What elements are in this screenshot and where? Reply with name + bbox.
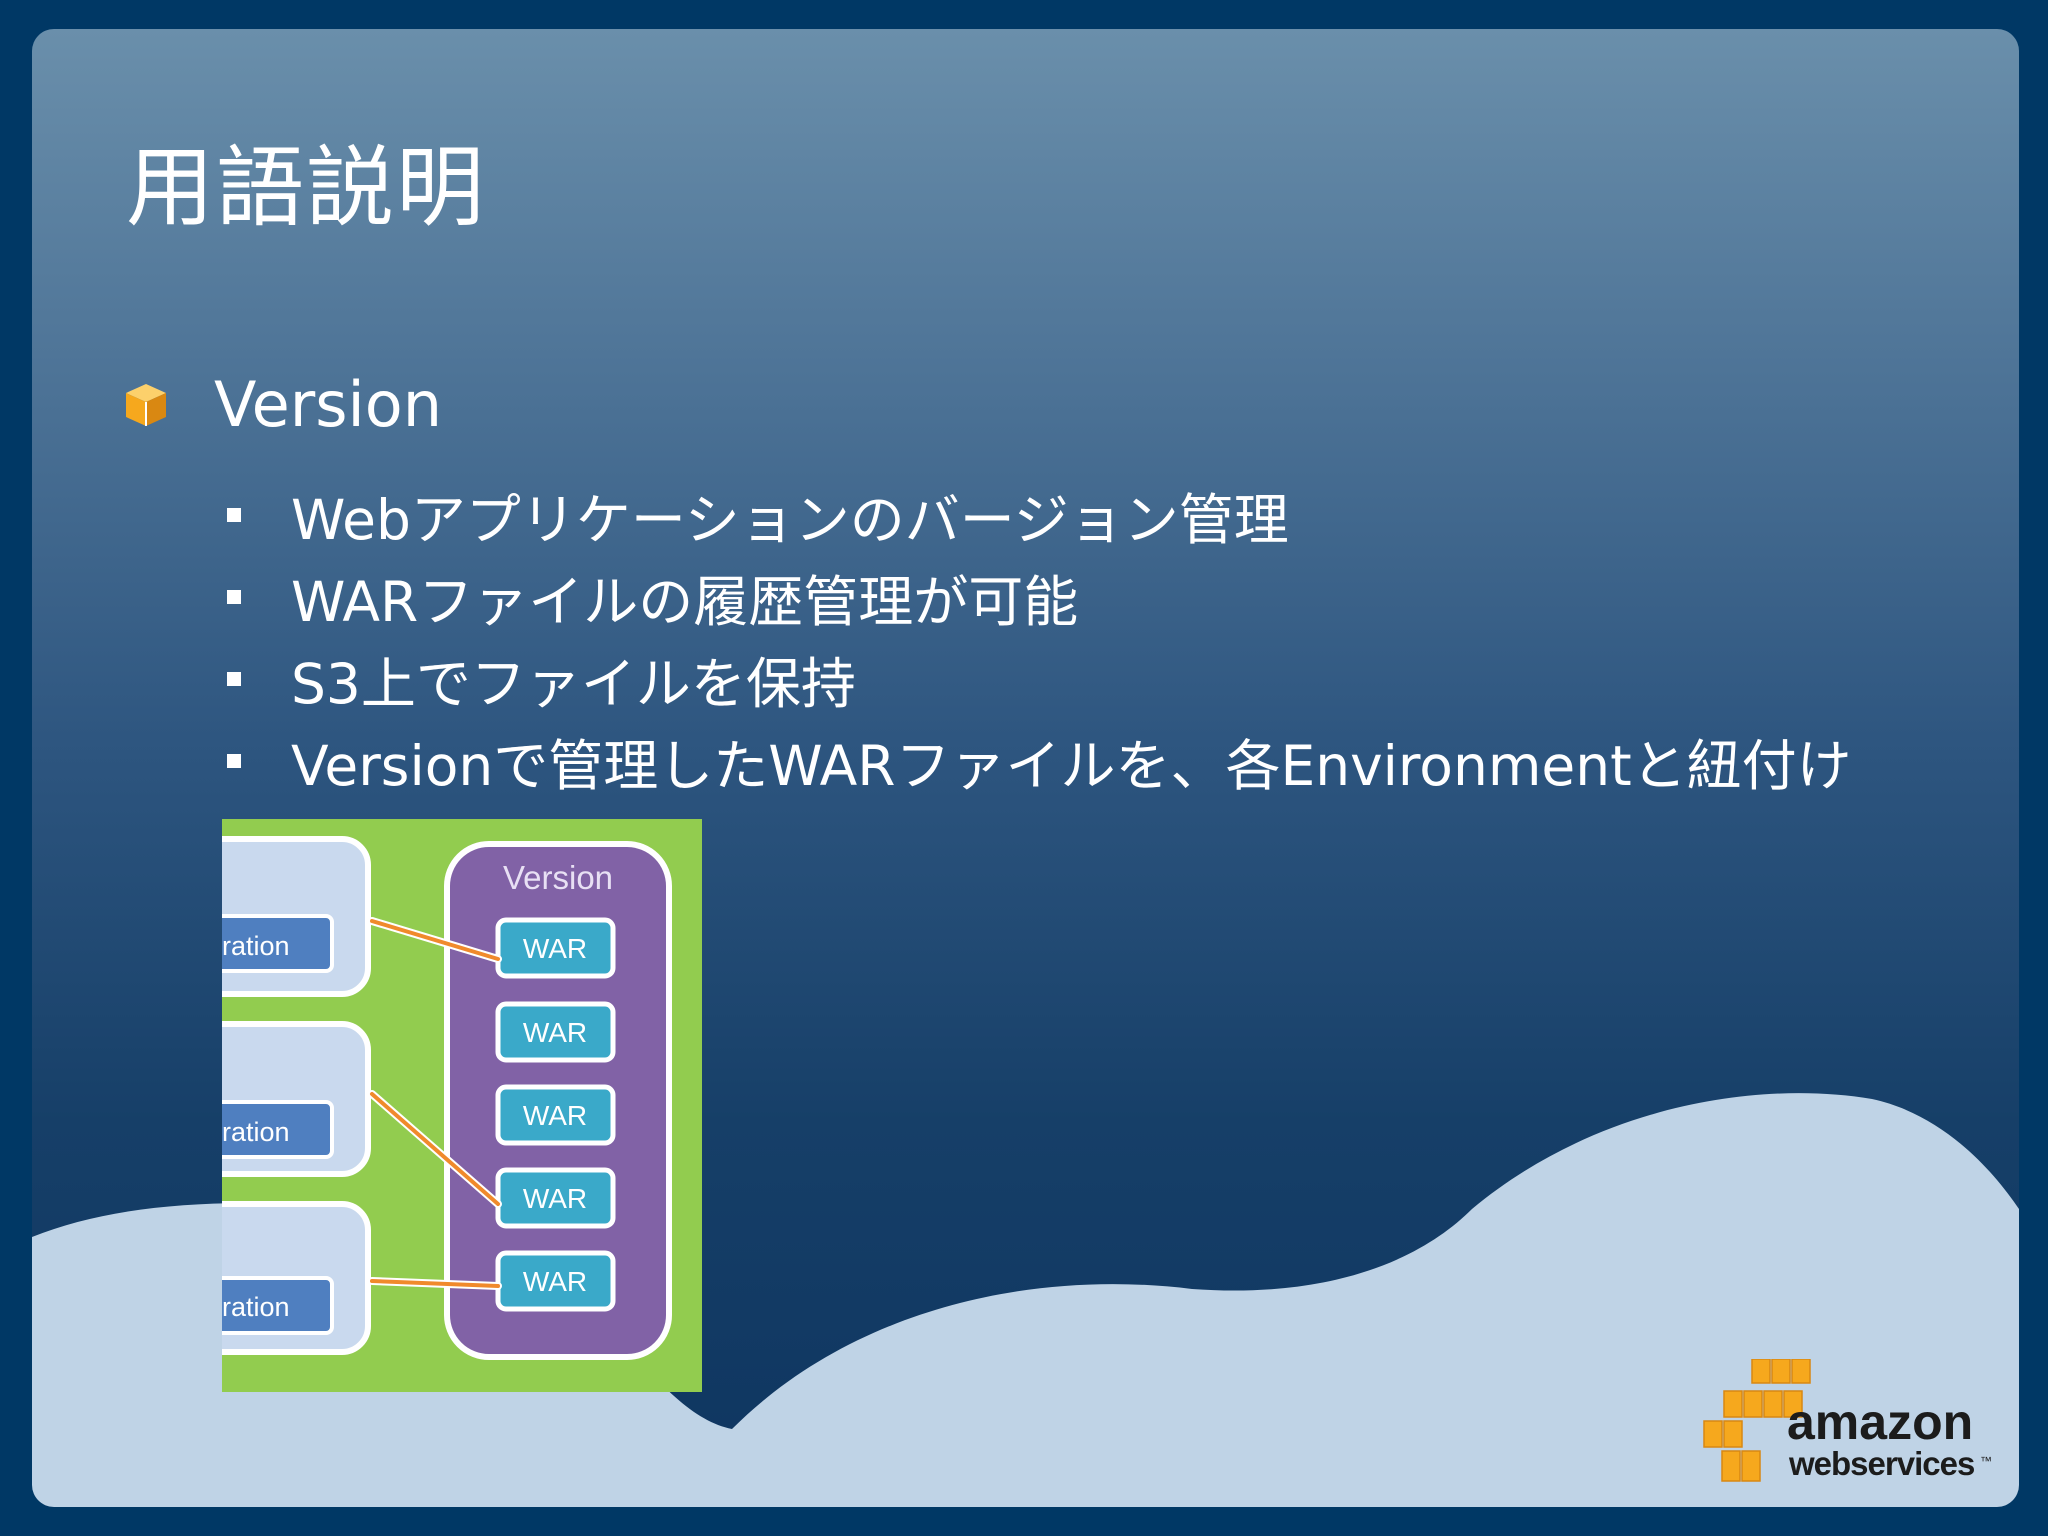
config-label: ration bbox=[222, 1117, 290, 1147]
trademark-mark: ™ bbox=[1980, 1454, 1992, 1468]
connector-line bbox=[370, 1092, 500, 1206]
bullet-square-icon bbox=[227, 590, 241, 604]
bullet-square-icon bbox=[227, 672, 241, 686]
slide: 用語説明 Version Webアプリケーションのバージョン管理 WARファイル… bbox=[32, 29, 2019, 1507]
list-item: WARファイルの履歴管理が可能 bbox=[227, 556, 1852, 638]
war-label: WAR bbox=[523, 1266, 587, 1297]
page-title: 用語説明 bbox=[126, 136, 487, 239]
war-label: WAR bbox=[523, 1017, 587, 1048]
list-item: Versionで管理したWARファイルを、各Environmentと紐付け bbox=[227, 720, 1852, 802]
bullet-square-icon bbox=[227, 508, 241, 522]
config-panel: ration bbox=[222, 1201, 371, 1355]
bullet-version: Version bbox=[122, 359, 442, 449]
list-item-text: Webアプリケーションのバージョン管理 bbox=[291, 488, 1289, 552]
war-label: WAR bbox=[523, 1183, 587, 1214]
cloud-background bbox=[32, 1093, 2019, 1507]
bullet-square-icon bbox=[227, 754, 241, 768]
war-label: WAR bbox=[523, 1100, 587, 1131]
aws-logo: amazon webservices ™ bbox=[1703, 1359, 1992, 1482]
list-item: S3上でファイルを保持 bbox=[227, 638, 1852, 720]
version-diagram: ration ration ration Version WAR WAR WAR bbox=[222, 819, 702, 1392]
version-label: Version bbox=[503, 859, 613, 896]
war-label: WAR bbox=[523, 933, 587, 964]
logo-text-webservices: webservices bbox=[1788, 1445, 1974, 1482]
war-box: WAR bbox=[495, 1250, 616, 1312]
war-box: WAR bbox=[495, 1084, 616, 1146]
war-box: WAR bbox=[495, 1001, 616, 1063]
aws-cube-icon bbox=[126, 384, 166, 426]
list-item-text: WARファイルの履歴管理が可能 bbox=[291, 570, 1079, 634]
config-panel: ration bbox=[222, 836, 371, 997]
list-item: Webアプリケーションのバージョン管理 bbox=[227, 474, 1852, 556]
logo-text-amazon: amazon bbox=[1787, 1394, 1973, 1450]
aws-cubes-icon bbox=[1703, 1359, 1811, 1482]
list-item-text: Versionで管理したWARファイルを、各Environmentと紐付け bbox=[291, 734, 1852, 798]
sub-item-list: Webアプリケーションのバージョン管理 WARファイルの履歴管理が可能 S3上で… bbox=[227, 474, 1852, 802]
war-box: WAR bbox=[495, 917, 616, 979]
bullet-label: Version bbox=[214, 367, 442, 441]
config-label: ration bbox=[222, 1292, 290, 1322]
config-panel: ration bbox=[222, 1021, 371, 1177]
list-item-text: S3上でファイルを保持 bbox=[291, 652, 856, 716]
connector-line bbox=[370, 1279, 500, 1288]
config-label: ration bbox=[222, 931, 290, 961]
connector-line bbox=[370, 919, 500, 961]
war-box: WAR bbox=[495, 1167, 616, 1229]
